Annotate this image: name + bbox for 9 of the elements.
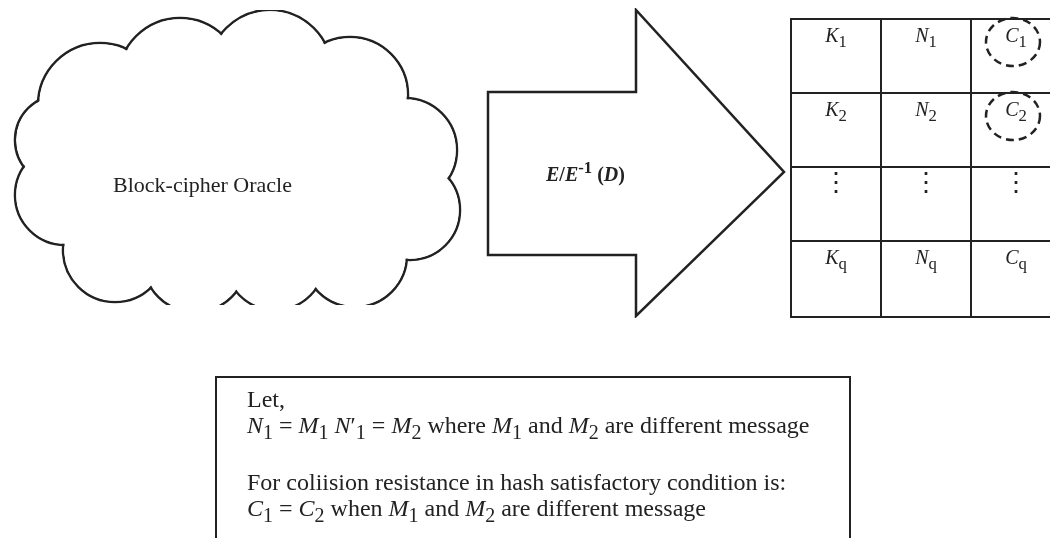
- note-text: Let,: [247, 386, 286, 412]
- table-cell: K$_{1}$: [790, 18, 882, 94]
- arrow-label: E/E$^{-1}$ (D): [546, 158, 625, 186]
- note-text: For coliision resistance in hash satisfactory condition is:: [247, 468, 788, 495]
- note-text: C$_{1}$ = C$_{2}$ when M$_{1}$ and M$_{2}$ are different message: [247, 494, 707, 528]
- cloud-text: Block-cipher Oracle: [113, 172, 292, 198]
- note-text: N$_{1}$ = M$_{1}$ N′$_{1}$ = M$_{2}$ where M$_{1}$ and M$_{2}$ are different message: [247, 412, 811, 445]
- table-cell: K$_{q}$: [790, 240, 882, 318]
- note-box: [215, 376, 851, 538]
